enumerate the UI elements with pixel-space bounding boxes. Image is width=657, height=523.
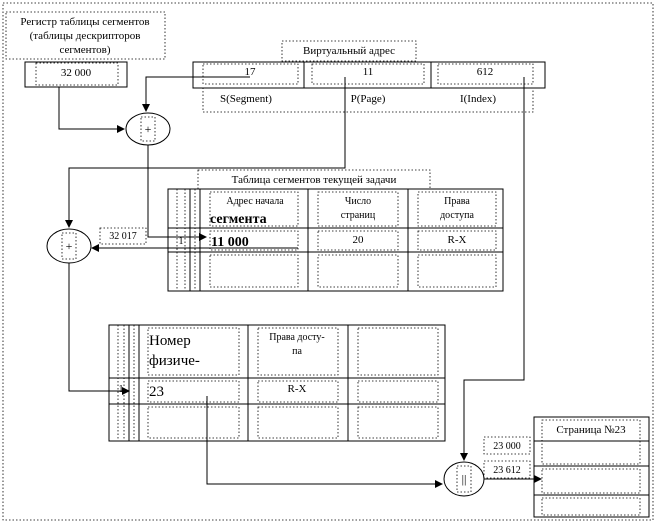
- segment-descriptor-address: 32 017: [109, 231, 137, 242]
- segment-table-cell-rights-empty: [417, 254, 497, 288]
- page-table-header-frame-2: физиче-: [149, 353, 200, 369]
- segment-table-cell-rights-row: [417, 230, 497, 251]
- adder-plus-2: +: [66, 239, 73, 253]
- arrow-frame-to-concat: [206, 396, 443, 488]
- adder-segment-register: +: [125, 112, 171, 146]
- segment-register-title-line-2: (таблицы дескрипторов: [30, 30, 141, 42]
- page-table-cell-rights-row: [257, 380, 339, 403]
- concat-symbol: ||: [462, 472, 467, 486]
- virtual-address: Виртуальный адрес 17 11 612 S(Segment) P…: [192, 40, 546, 113]
- segment-table-cell-rights-head: [417, 191, 497, 227]
- page-table-row-frame: 23: [149, 384, 164, 400]
- adder-plus-1: +: [145, 122, 152, 136]
- segment-table-cell-addr-row: [209, 230, 299, 251]
- page-table-header-rights-2: па: [292, 346, 302, 357]
- frame-address: 23 000: [493, 441, 521, 452]
- segment-table-cell-pages-row: [317, 230, 399, 251]
- segment-table-row-index: 1: [179, 236, 184, 247]
- segment-table-title-box: [197, 169, 431, 190]
- segment-table-title: Таблица сегментов текущей задачи: [232, 174, 397, 186]
- segment-table-row-pages: 20: [353, 234, 365, 246]
- segment-table-cell-pages-head: [317, 191, 399, 227]
- page-number: 11: [363, 66, 374, 78]
- physical-page-label: Страница №23: [556, 424, 626, 436]
- segment-register-title-line-1: Регистр таблицы сегментов: [20, 16, 149, 28]
- segment-table-cell-addr-empty: [209, 254, 299, 288]
- segment-table-row-addr: 11 000: [211, 235, 249, 250]
- segment-table-header-rights-1: Права: [444, 196, 470, 207]
- segment-register-title-line-3: сегментов): [59, 44, 110, 56]
- segment-table-header-addr-small: Адрес начала: [226, 196, 284, 207]
- segment-table-header-pages-2: страниц: [341, 210, 376, 221]
- concat-circle-mark: [456, 465, 472, 493]
- page-field-label: P(Page): [351, 93, 386, 105]
- virtual-address-field-i: [437, 63, 534, 85]
- segment-table-header-addr-big: сегмента: [210, 212, 267, 227]
- adder-circle-2-mark: [61, 232, 77, 260]
- page-table-cell-extra-head: [357, 327, 439, 376]
- physical-memory: Страница №23: [533, 416, 650, 518]
- page-table-cell-extra-row: [357, 380, 439, 403]
- page-table-row-index: 1: [119, 384, 124, 395]
- page-table-row-rights: R-X: [288, 383, 307, 395]
- segment-register-value: 32 000: [61, 67, 92, 79]
- arrow-page-to-adder: [65, 77, 346, 228]
- arrow-adder-to-page-table: [68, 263, 130, 395]
- segment-register-inner: [35, 62, 119, 86]
- page-table-box: [108, 324, 446, 442]
- adder-circle-1-mark: [140, 116, 156, 142]
- segment-register-title-box: [5, 11, 166, 60]
- physical-memory-cell-2: [541, 468, 641, 494]
- segment-table: Таблица сегментов текущей задачи Адрес н…: [167, 169, 504, 292]
- physical-memory-box: [533, 416, 650, 518]
- arrow-register-to-adder: [58, 87, 125, 133]
- physical-address: 23 612: [493, 465, 521, 476]
- physical-memory-cell-1: [541, 419, 641, 465]
- arrow-index-to-concat: [460, 77, 525, 461]
- page-table: Номер физиче- Права досту- па 1 23 R-X: [108, 324, 446, 442]
- virtual-address-field-p: [311, 63, 425, 85]
- segment-table-cell-addr-head: [209, 191, 299, 227]
- segment-register: Регистр таблицы сегментов (таблицы дескр…: [5, 11, 166, 88]
- segment-number: 17: [245, 66, 257, 78]
- page-table-header-rights-1: Права досту-: [269, 332, 325, 343]
- arrow-segment-to-adder: [142, 76, 250, 112]
- segment-table-box: [167, 188, 504, 292]
- arrow-adder-to-segment-table: [147, 145, 207, 241]
- page-table-cell-rights-empty: [257, 406, 339, 439]
- page-index: 612: [477, 66, 494, 78]
- page-table-header-frame-1: Номер: [149, 333, 191, 349]
- page-table-cell-rights-head: [257, 327, 339, 376]
- concat-operator: ||: [443, 461, 485, 497]
- segment-table-header-pages-1: Число: [345, 196, 371, 207]
- index-field-label: I(Index): [460, 93, 496, 105]
- segment-table-header-rights-2: доступа: [440, 210, 474, 221]
- virtual-address-title: Виртуальный адрес: [303, 45, 395, 57]
- virtual-address-title-box: [281, 40, 417, 62]
- page-table-cell-frame-head: [147, 327, 240, 376]
- segment-field-label: S(Segment): [220, 93, 272, 105]
- physical-memory-cell-3: [541, 497, 641, 516]
- segment-descriptor-address-box: [99, 227, 147, 245]
- page-table-cell-frame-row: [147, 380, 240, 403]
- virtual-address-field-s: [202, 63, 299, 85]
- segment-register-box: [24, 61, 128, 88]
- virtual-address-labels-box: [202, 87, 534, 113]
- segment-table-cell-pages-empty: [317, 254, 399, 288]
- adder-segment-base: +: [46, 228, 92, 264]
- page-table-cell-frame-empty: [147, 406, 240, 439]
- page-table-cell-extra-empty: [357, 406, 439, 439]
- segment-table-row-rights: R-X: [448, 234, 467, 246]
